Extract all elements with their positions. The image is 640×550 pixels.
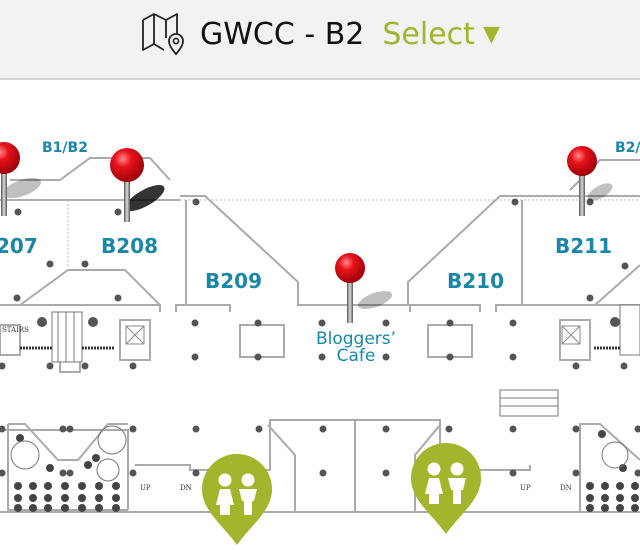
- columns: [0, 198, 640, 477]
- map-pin-marker[interactable]: [110, 148, 144, 224]
- poi-bloggers-cafe[interactable]: Bloggers’ Cafe: [306, 331, 406, 365]
- stair-tag-dn: DN: [180, 484, 192, 492]
- map-pin-marker[interactable]: [335, 253, 365, 323]
- stair-tag-up: UP: [520, 484, 531, 492]
- restroom-marker[interactable]: [201, 453, 273, 547]
- floor-plan-drawing: [0, 157, 640, 513]
- room-label-b210[interactable]: B210: [447, 269, 504, 293]
- stairs-label: STAIRS: [2, 326, 29, 334]
- page-title: GWCC - B2: [200, 16, 365, 52]
- stair-tag-up: UP: [140, 484, 151, 492]
- room-label-b209[interactable]: B209: [205, 269, 262, 293]
- map-pin-icon: [142, 13, 184, 56]
- planters: [14, 430, 639, 512]
- stair-label-b1-b2: B1/B2: [42, 140, 88, 156]
- room-label-b207[interactable]: 207: [0, 234, 38, 258]
- map-pin-marker[interactable]: [0, 142, 20, 218]
- stair-label-b2: B2/: [615, 140, 640, 156]
- header-bar: GWCC - B2 Select ▼: [0, 0, 640, 80]
- poi-label-line1: Bloggers’: [315, 329, 397, 349]
- restroom-icon: [216, 473, 257, 515]
- floor-select-button[interactable]: Select ▼: [382, 17, 499, 52]
- stair-tag-dn: DN: [560, 484, 572, 492]
- floor-map[interactable]: B1/B2 B2/ 207 B208 B209 B210 B211 Blogge…: [0, 82, 640, 550]
- chevron-down-icon: ▼: [482, 21, 500, 47]
- select-label: Select: [382, 16, 475, 52]
- restroom-marker[interactable]: [410, 442, 482, 536]
- header-content: GWCC - B2 Select ▼: [140, 12, 500, 56]
- poi-label-line2: Cafe: [336, 346, 376, 366]
- restroom-icon: [425, 462, 466, 504]
- room-label-b211[interactable]: B211: [555, 234, 612, 258]
- room-label-b208[interactable]: B208: [101, 234, 158, 258]
- map-pin-marker[interactable]: [567, 146, 597, 216]
